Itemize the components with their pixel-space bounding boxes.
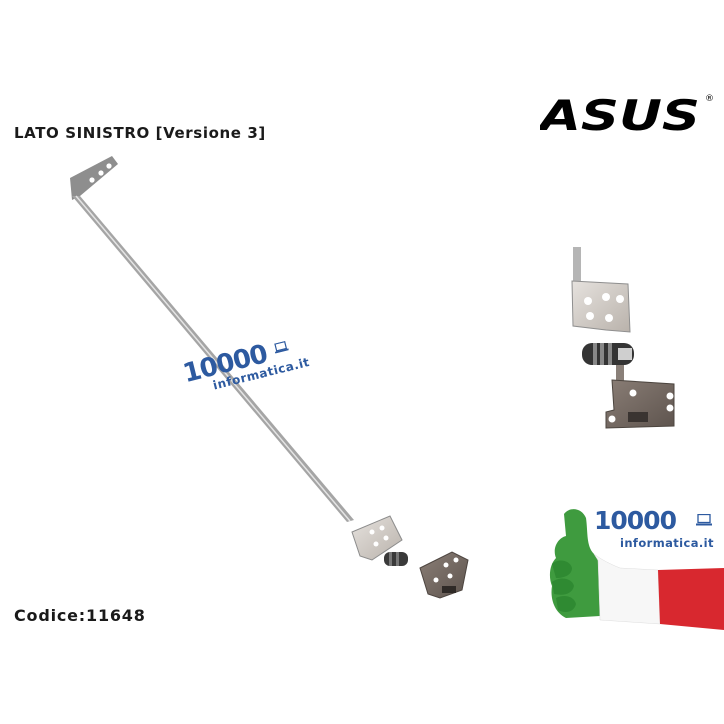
svg-text:ASUS: ASUS [540, 96, 700, 136]
main-hinge [351, 515, 469, 599]
thumbs-up-icon [549, 509, 724, 630]
product-side-label: LATO SINISTRO [Versione 3] [14, 124, 266, 142]
laptop-icon [696, 514, 712, 526]
badge-number: 10000 [594, 506, 677, 535]
registered-mark: ® [705, 94, 714, 104]
product-code: Codice:11648 [14, 606, 146, 625]
watermark-logo: 10000 informatica.it [180, 330, 311, 399]
closeup-hinge [571, 247, 675, 429]
italy-thumbs-up-badge: 10000 informatica.it [548, 498, 724, 636]
arm-top-bracket [70, 156, 118, 200]
asus-logo: ASUS ® [536, 91, 714, 140]
badge-site: informatica.it [620, 536, 714, 550]
laptop-icon [273, 341, 289, 354]
